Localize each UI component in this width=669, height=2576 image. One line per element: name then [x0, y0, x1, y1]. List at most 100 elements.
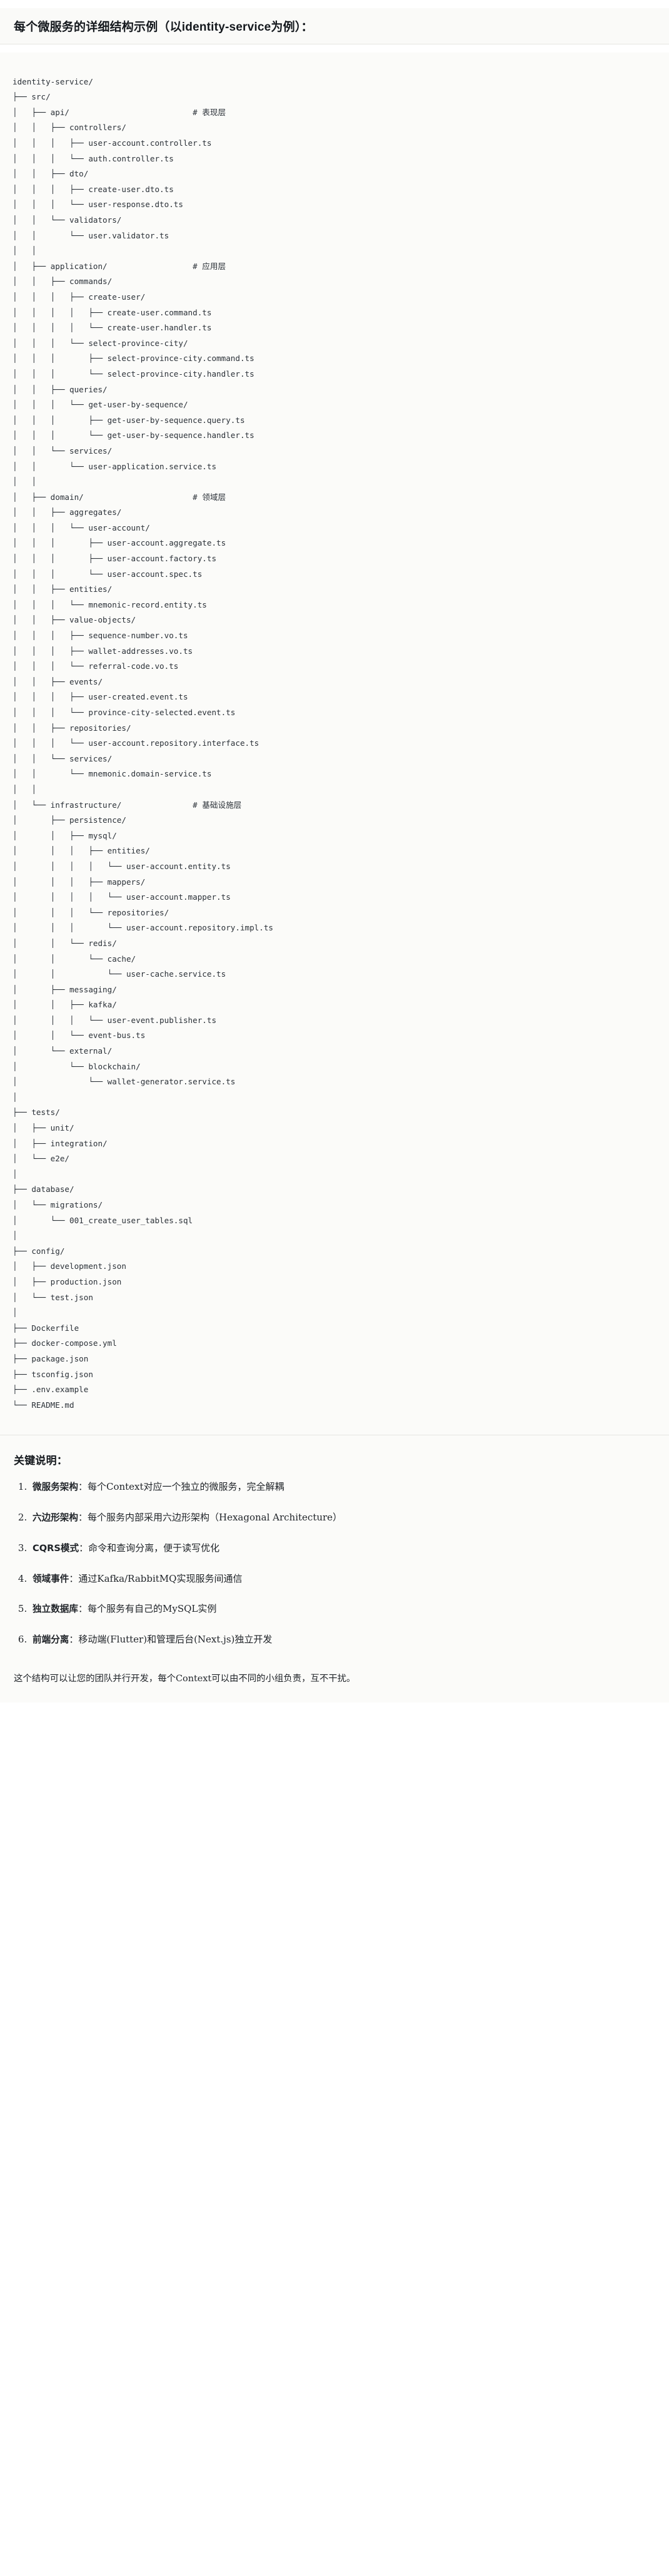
tree-line: │ │ ├── dto/: [13, 169, 89, 179]
tree-line: │ ├── development.json: [13, 1261, 126, 1271]
tree-line: ├── tsconfig.json: [13, 1369, 93, 1379]
tree-line: ├── tests/: [13, 1107, 60, 1117]
tree-line: │ │ │ │ ├── create-user.command.ts: [13, 307, 212, 317]
tree-line: identity-service/: [13, 76, 93, 86]
tree-line: │ │ │ └── get-user-by-sequence/: [13, 400, 188, 410]
tree-line: │ │ ├── mysql/: [13, 830, 117, 840]
key-points-list: 微服务架构：每个Context对应一个独立的微服务，完全解耦六边形架构：每个服务…: [14, 1480, 655, 1647]
tree-line: └── README.md: [13, 1400, 74, 1410]
tree-line: │ │ │ └── repositories/: [13, 907, 169, 917]
key-points-section: 关键说明： 微服务架构：每个Context对应一个独立的微服务，完全解耦六边形架…: [0, 1434, 669, 1667]
tree-line: │ ├── application/ # 应用层: [13, 259, 658, 275]
tree-line: │: [13, 1308, 18, 1318]
key-point-item: 微服务架构：每个Context对应一个独立的微服务，完全解耦: [30, 1480, 655, 1494]
key-point-description: ：移动端(Flutter)和管理后台(Next.js)独立开发: [69, 1634, 273, 1646]
tree-line: │ │ │ └── referral-code.vo.ts: [13, 661, 179, 671]
document-page: 每个微服务的详细结构示例（以identity-service为例）： ident…: [0, 8, 669, 1703]
tree-line: │ │ │ │ └── user-account.mapper.ts: [13, 892, 231, 902]
tree-line: ├── package.json: [13, 1353, 89, 1363]
tree-line: │ └── infrastructure/ # 基础设施层: [13, 798, 658, 813]
tree-line: │ │ ├── controllers/: [13, 123, 126, 133]
key-point-description: ：每个Context对应一个独立的微服务，完全解耦: [78, 1480, 284, 1492]
tree-line: │ │ └── user-cache.service.ts: [13, 969, 226, 979]
tree-line: │ │ │ │ └── create-user.handler.ts: [13, 323, 212, 333]
tree-line: │ │ │ └── mnemonic-record.entity.ts: [13, 599, 207, 609]
closing-note: 这个结构可以让您的团队并行开发，每个Context可以由不同的小组负责，互不干扰…: [0, 1667, 669, 1703]
tree-line: │ │: [13, 477, 36, 487]
tree-line: │ │ │ │ └── user-account.entity.ts: [13, 861, 231, 871]
key-point-term: 前端分离: [33, 1634, 69, 1646]
tree-line-comment: # 基础设施层: [193, 800, 242, 810]
tree-line-comment: # 应用层: [193, 261, 226, 271]
key-point-item: 前端分离：移动端(Flutter)和管理后台(Next.js)独立开发: [30, 1632, 655, 1647]
directory-tree: identity-service/├── src/│ ├── api/ # 表现…: [13, 74, 658, 1413]
tree-line-comment-label: 应用层: [202, 261, 226, 271]
tree-line: │ │ │ └── user-account.repository.impl.t…: [13, 923, 274, 933]
tree-line: │ │ │ └── user-response.dto.ts: [13, 200, 183, 210]
tree-line: │ ├── messaging/: [13, 984, 117, 994]
tree-line-path: │ ├── api/: [13, 107, 193, 117]
tree-line: │ │ │ └── user-event.publisher.ts: [13, 1015, 217, 1025]
tree-line: │ │ ├── repositories/: [13, 723, 131, 733]
tree-line: ├── .env.example: [13, 1385, 89, 1395]
tree-line: │ │ │ ├── entities/: [13, 846, 150, 856]
tree-line: │ │ ├── aggregates/: [13, 507, 122, 517]
tree-line: │ │ └── user-application.service.ts: [13, 461, 217, 471]
tree-line: │ └── migrations/: [13, 1200, 103, 1210]
tree-line: │ │ └── mnemonic.domain-service.ts: [13, 769, 212, 779]
tree-line: │ │ │ └── user-account/: [13, 522, 150, 532]
key-point-term: 微服务架构: [33, 1481, 78, 1492]
tree-line-comment-label: 表现层: [202, 107, 226, 117]
tree-line: │ └── 001_create_user_tables.sql: [13, 1215, 193, 1225]
tree-line: │ │ └── services/: [13, 445, 113, 456]
tree-line-comment: # 表现层: [193, 107, 226, 117]
key-point-description: ：命令和查询分离，便于读写优化: [79, 1542, 220, 1554]
tree-line: │ │: [13, 246, 36, 256]
tree-line: │ │ ├── queries/: [13, 384, 108, 394]
tree-line: │ └── test.json: [13, 1292, 93, 1302]
tree-line: │: [13, 1231, 18, 1241]
tree-line: │ ├── integration/: [13, 1138, 108, 1148]
tree-line: │ │ │ ├── mappers/: [13, 877, 146, 887]
tree-line: │ │: [13, 784, 36, 794]
tree-line: │ ├── api/ # 表现层: [13, 105, 658, 121]
tree-line: ├── docker-compose.yml: [13, 1338, 117, 1348]
key-point-term: 领域事件: [33, 1573, 69, 1584]
tree-line: │: [13, 1169, 18, 1179]
tree-line: │ │ │ ├── get-user-by-sequence.query.ts: [13, 415, 245, 425]
tree-line: │ │ │ └── select-province-city.handler.t…: [13, 369, 254, 379]
tree-line: │ │ │ ├── sequence-number.vo.ts: [13, 631, 188, 641]
key-point-term: CQRS模式: [33, 1542, 79, 1554]
tree-line: ├── config/: [13, 1246, 65, 1256]
tree-line: │ └── e2e/: [13, 1154, 69, 1164]
tree-line: ├── Dockerfile: [13, 1323, 79, 1333]
key-point-item: CQRS模式：命令和查询分离，便于读写优化: [30, 1541, 655, 1555]
key-point-description: ：通过Kafka/RabbitMQ实现服务间通信: [69, 1572, 243, 1584]
page-title: 每个微服务的详细结构示例（以identity-service为例）：: [0, 8, 669, 45]
tree-line: │ │ │ ├── select-province-city.command.t…: [13, 354, 254, 364]
tree-line-comment-label: 基础设施层: [202, 800, 242, 810]
tree-line: │ │ │ └── get-user-by-sequence.handler.t…: [13, 430, 254, 440]
tree-line: │ ├── persistence/: [13, 815, 126, 825]
tree-line: │ │ └── validators/: [13, 215, 122, 225]
tree-line: │ │ ├── value-objects/: [13, 615, 136, 625]
key-points-title: 关键说明：: [14, 1454, 68, 1467]
tree-line: │ ├── production.json: [13, 1276, 122, 1286]
tree-line: │ │ ├── entities/: [13, 584, 113, 594]
tree-line: │ │ ├── commands/: [13, 277, 113, 287]
tree-line: │ │ │ ├── user-account.factory.ts: [13, 554, 217, 564]
tree-line: │ │ │ ├── create-user.dto.ts: [13, 184, 174, 194]
tree-line: │ │ └── cache/: [13, 954, 136, 964]
tree-line: │ │ └── services/: [13, 753, 113, 763]
key-point-description: ：每个服务内部采用六边形架构（Hexagonal Architecture）: [78, 1511, 343, 1523]
directory-tree-block: identity-service/├── src/│ ├── api/ # 表现…: [0, 53, 669, 1435]
tree-line: │ │ │ └── province-city-selected.event.t…: [13, 708, 236, 718]
tree-line-path: │ ├── domain/: [13, 492, 193, 502]
tree-line: │ │ │ ├── user-account.controller.ts: [13, 138, 212, 148]
tree-line: │ │ │ ├── wallet-addresses.vo.ts: [13, 646, 193, 656]
tree-line-comment-label: 领域层: [202, 492, 226, 502]
tree-line: │: [13, 1092, 18, 1102]
tree-line: │ └── wallet-generator.service.ts: [13, 1077, 236, 1087]
tree-line: │ │ │ └── user-account.spec.ts: [13, 569, 203, 579]
tree-line-comment: # 领域层: [193, 492, 226, 502]
